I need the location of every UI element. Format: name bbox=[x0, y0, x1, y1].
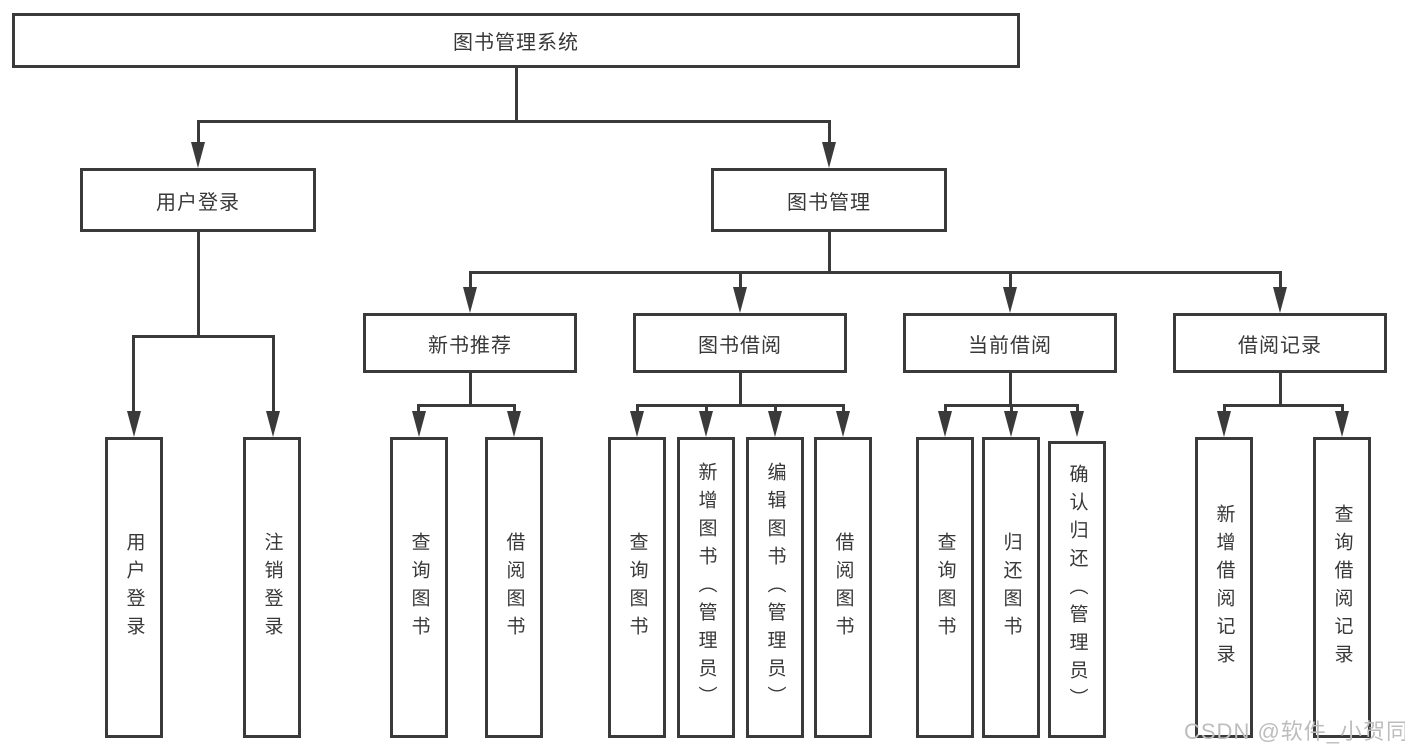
node-leaf-query-books-borrow: 查询图书 bbox=[608, 437, 666, 738]
connector-records-bus bbox=[1223, 404, 1343, 407]
connector-stem bbox=[842, 404, 845, 414]
node-label: 图书管理系统 bbox=[453, 32, 579, 54]
node-book-borrowing: 图书借阅 bbox=[633, 313, 847, 373]
arrow-down-icon bbox=[1070, 411, 1084, 437]
node-current-borrowing: 当前借阅 bbox=[903, 313, 1117, 373]
node-label: 用户登录 bbox=[156, 191, 240, 214]
connector-stem bbox=[1076, 404, 1079, 414]
connector-login-bus bbox=[133, 335, 275, 338]
node-leaf-query-books-recommend: 查询图书 bbox=[390, 437, 448, 738]
arrow-down-icon bbox=[1217, 411, 1231, 437]
node-label: 查询图书 bbox=[626, 531, 648, 644]
node-leaf-return-books: 归还图书 bbox=[982, 437, 1040, 738]
connector-root-stub bbox=[515, 68, 518, 121]
node-library-management-system: 图书管理系统 bbox=[12, 13, 1020, 68]
connector-current-stub bbox=[1009, 373, 1012, 407]
node-label: 当前借阅 bbox=[968, 334, 1052, 357]
node-label: 新增图书（管理员） bbox=[695, 461, 717, 714]
node-label: 查询图书 bbox=[408, 531, 430, 644]
node-borrowing-records: 借阅记录 bbox=[1173, 313, 1387, 373]
node-leaf-borrow-books-recommend: 借阅图书 bbox=[485, 437, 543, 738]
connector-stem bbox=[705, 404, 708, 414]
node-label: 图书借阅 bbox=[698, 334, 782, 357]
arrow-down-icon bbox=[768, 411, 782, 437]
connector-stem bbox=[417, 404, 420, 414]
connector-stem bbox=[739, 271, 742, 289]
connector-stem bbox=[1009, 271, 1012, 289]
connector-borrow-stub bbox=[739, 373, 742, 407]
arrow-down-icon bbox=[463, 287, 477, 313]
arrow-down-icon bbox=[412, 411, 426, 437]
connector-stem bbox=[197, 120, 200, 144]
node-book-management-branch: 图书管理 bbox=[711, 168, 947, 232]
node-leaf-add-books-admin: 新增图书（管理员） bbox=[677, 437, 735, 738]
arrow-down-icon bbox=[938, 411, 952, 437]
arrow-down-icon bbox=[127, 411, 141, 437]
node-leaf-user-login: 用户登录 bbox=[105, 437, 163, 738]
arrow-down-icon bbox=[733, 287, 747, 313]
node-label: 新增借阅记录 bbox=[1213, 503, 1235, 672]
arrow-down-icon bbox=[1004, 411, 1018, 437]
node-leaf-query-borrow-record: 查询借阅记录 bbox=[1313, 437, 1371, 738]
connector-stem bbox=[1341, 404, 1344, 414]
node-label: 用户登录 bbox=[123, 531, 145, 644]
arrow-down-icon bbox=[822, 142, 836, 168]
connector-stem bbox=[132, 335, 135, 413]
connector-manage-bus bbox=[469, 271, 1281, 274]
watermark: CSDN @软件_小贺同学 bbox=[1184, 719, 1405, 744]
connector-login-stub bbox=[197, 232, 200, 338]
connector-stem bbox=[513, 404, 516, 414]
arrow-down-icon bbox=[507, 411, 521, 437]
connector-manage-stub bbox=[828, 232, 831, 273]
node-leaf-confirm-return-admin: 确认归还（管理员） bbox=[1048, 441, 1106, 738]
node-leaf-query-books-current: 查询图书 bbox=[916, 437, 974, 738]
node-label: 查询借阅记录 bbox=[1331, 503, 1353, 672]
connector-stem bbox=[1223, 404, 1226, 414]
node-label: 归还图书 bbox=[1000, 531, 1022, 644]
arrow-down-icon bbox=[266, 411, 280, 437]
connector-stem bbox=[1279, 271, 1282, 289]
node-leaf-borrow-books: 借阅图书 bbox=[814, 437, 872, 738]
node-label: 借阅记录 bbox=[1238, 334, 1322, 357]
connector-borrow-bus bbox=[636, 404, 845, 407]
connector-root-bus bbox=[197, 120, 831, 123]
arrow-down-icon bbox=[191, 142, 205, 168]
node-leaf-add-borrow-record: 新增借阅记录 bbox=[1195, 437, 1253, 738]
connector-stem bbox=[469, 271, 472, 289]
node-label: 借阅图书 bbox=[503, 531, 525, 644]
connector-stem bbox=[636, 404, 639, 414]
node-label: 查询图书 bbox=[934, 531, 956, 644]
node-label: 借阅图书 bbox=[832, 531, 854, 644]
node-leaf-logout: 注销登录 bbox=[243, 437, 301, 738]
node-user-login-branch: 用户登录 bbox=[80, 168, 316, 232]
connector-stem bbox=[944, 404, 947, 414]
connector-records-stub bbox=[1279, 373, 1282, 407]
node-label: 图书管理 bbox=[787, 191, 871, 214]
connector-stem bbox=[272, 335, 275, 413]
connector-recommend-stub bbox=[469, 373, 472, 407]
connector-recommend-bus bbox=[418, 404, 516, 407]
arrow-down-icon bbox=[1335, 411, 1349, 437]
connector-stem bbox=[828, 120, 831, 144]
connector-stem bbox=[774, 404, 777, 414]
node-label: 注销登录 bbox=[261, 531, 283, 644]
node-leaf-edit-books-admin: 编辑图书（管理员） bbox=[746, 437, 804, 738]
node-label: 新书推荐 bbox=[428, 334, 512, 357]
arrow-down-icon bbox=[1003, 287, 1017, 313]
node-label: 编辑图书（管理员） bbox=[764, 461, 786, 714]
arrow-down-icon bbox=[1273, 287, 1287, 313]
arrow-down-icon bbox=[630, 411, 644, 437]
arrow-down-icon bbox=[836, 411, 850, 437]
arrow-down-icon bbox=[699, 411, 713, 437]
connector-stem bbox=[1010, 404, 1013, 414]
node-new-book-recommend: 新书推荐 bbox=[363, 313, 577, 373]
node-label: 确认归还（管理员） bbox=[1066, 463, 1088, 716]
